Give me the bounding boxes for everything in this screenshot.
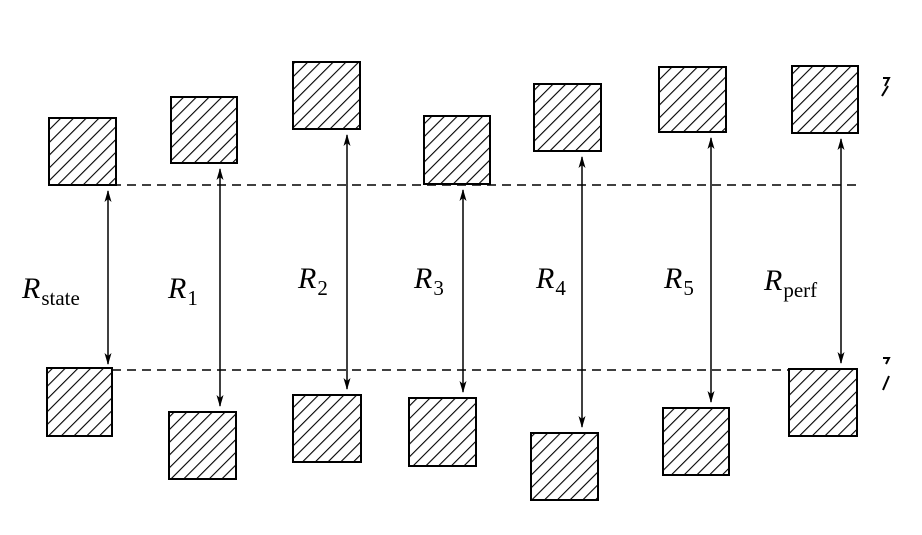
column-r3: R3	[408, 115, 491, 467]
upper-block	[423, 115, 491, 185]
lower-block	[530, 432, 599, 501]
lower-block	[408, 397, 477, 467]
column-r5: R5	[658, 66, 730, 476]
upper-block	[292, 61, 361, 130]
upper-block	[170, 96, 238, 164]
dimension-label: R2	[297, 262, 328, 300]
lower-block	[292, 394, 362, 463]
column-r2: R2	[292, 61, 362, 463]
lower-edge-mark	[882, 357, 891, 391]
upper-edge-mark	[881, 77, 891, 97]
lower-block	[788, 368, 858, 437]
column-r4: R4	[530, 83, 602, 501]
dimension-label: Rstate	[21, 272, 80, 310]
upper-block	[533, 83, 602, 152]
column-r-perf: Rperf	[763, 65, 859, 437]
dimension-label: Rperf	[763, 264, 817, 302]
upper-block	[48, 117, 117, 186]
dimension-label: R1	[167, 272, 198, 310]
column-r1: R1	[167, 96, 238, 480]
lower-block	[46, 367, 113, 437]
upper-block	[658, 66, 727, 133]
column-r-state: Rstate	[21, 117, 117, 437]
dimension-label: R3	[413, 262, 444, 300]
lower-block	[662, 407, 730, 476]
edge-continuation-marks	[881, 77, 891, 391]
dimension-label: R4	[535, 262, 566, 300]
upper-block	[791, 65, 859, 134]
lower-block	[168, 411, 237, 480]
dimension-label: R5	[663, 262, 694, 300]
